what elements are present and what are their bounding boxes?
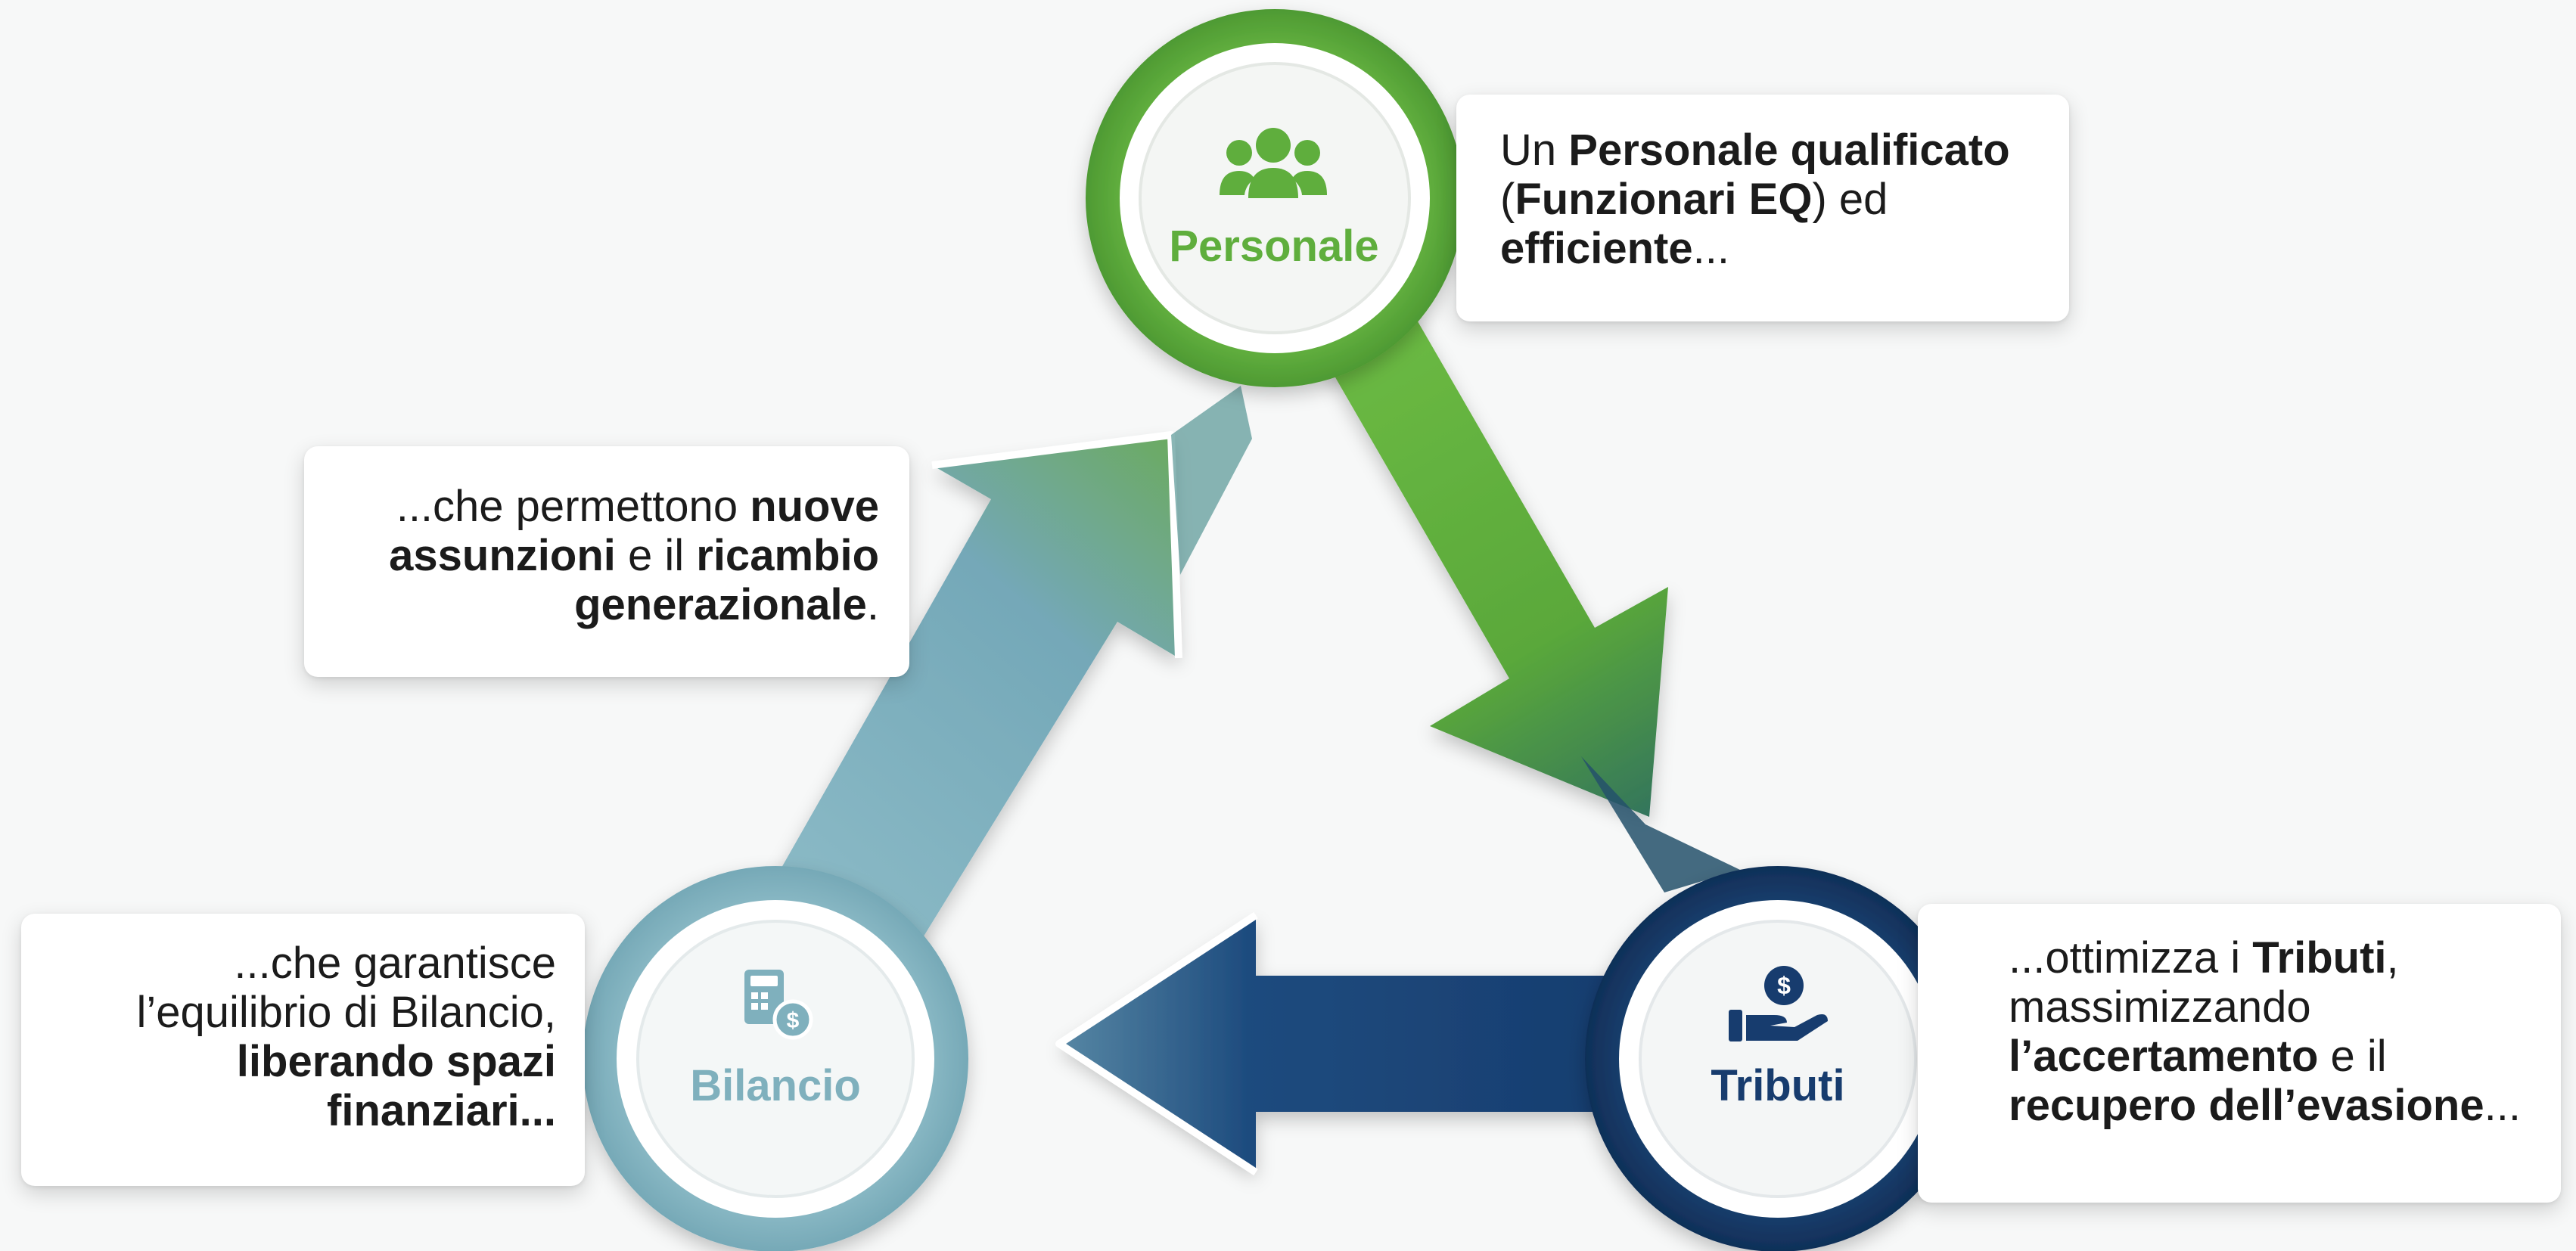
card-text: ( [1500,174,1515,224]
card-text-bold: assunzioni [389,530,616,580]
card-text-bold: Funzionari EQ [1515,174,1813,224]
card-text-bold: Tributi [2252,933,2387,982]
card-text-bold: ricambio [696,530,879,580]
calculator-coin-icon: $ [744,970,813,1040]
arrow-personale-to-tributi [1267,287,1668,817]
node-label-bilancio: Bilancio [690,1061,861,1110]
card-text: ... [1692,223,1729,273]
card-text-bold: liberando spazi [236,1036,556,1086]
card-tributi: ...ottimizza i Tributi, massimizzando l’… [1918,904,2561,1203]
card-text: l’equilibrio di Bilancio, [136,987,556,1037]
card-text: ...ottimizza i [2009,933,2253,982]
card-text: Un [1500,126,1569,175]
card-text-bold: generazionale [574,579,867,629]
card-text: e il [2318,1031,2387,1081]
svg-text:$: $ [1777,972,1791,999]
node-bilancio [583,866,968,1251]
card-text: ...che permettono [396,482,750,531]
card-text: ) ed [1812,174,1888,224]
card-text: ... [2484,1080,2521,1130]
arrow-tributi-to-bilancio [1059,915,1664,1172]
card-bilancio: ...che garantisce l’equilibrio di Bilanc… [21,914,585,1186]
card-personale: Un Personale qualificato (Funzionari EQ)… [1456,95,2069,321]
card-text: , [2386,933,2399,982]
card-text-bold: l’accertamento [2009,1031,2319,1081]
card-text: e il [615,530,697,580]
arrow-bilancio-to-personale [772,435,1179,968]
svg-text:$: $ [787,1008,800,1033]
node-label-personale: Personale [1169,222,1378,271]
card-text: . [866,579,879,629]
hand-coin-icon: $ [1729,966,1828,1041]
card-text-bold: recupero dell’evasione [2009,1080,2484,1130]
card-text: massimizzando [2009,982,2311,1032]
card-text-bold: Personale qualificato [1568,126,2010,175]
card-text: ...che garantisce [234,939,556,988]
arrow-tributi-return-segment [1581,756,1740,892]
card-text-bold: efficiente [1500,223,1693,273]
card-ricambio: ...che permettono nuove assunzioni e il … [304,446,909,677]
card-text-bold: nuove [750,482,879,531]
people-group-icon [1220,128,1327,198]
node-label-tributi: Tributi [1711,1061,1844,1110]
card-text-bold: finanziari... [327,1085,556,1135]
node-tributi [1585,866,1971,1251]
